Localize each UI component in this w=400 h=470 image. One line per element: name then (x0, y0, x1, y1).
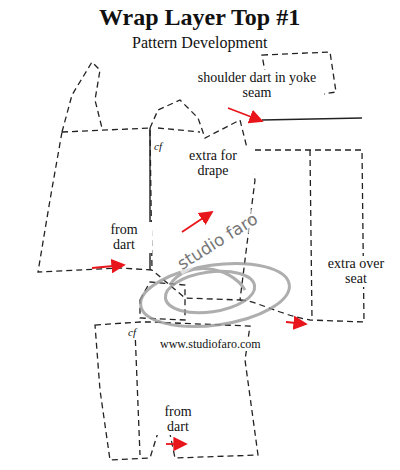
note-label: cf (152, 140, 164, 152)
title: Wrap Layer Top #1 (97, 4, 302, 30)
note-label: from dart (96, 222, 152, 253)
note-label: www.studiofaro.com (158, 338, 263, 351)
note-label: shoulder dart in yoke seam (190, 70, 324, 101)
note-label: extra for drape (172, 148, 254, 179)
note-label: cf (126, 326, 138, 338)
subtitle: Pattern Development (130, 34, 270, 52)
note-label: from dart (150, 404, 206, 435)
note-label: extra over seat (318, 256, 394, 287)
